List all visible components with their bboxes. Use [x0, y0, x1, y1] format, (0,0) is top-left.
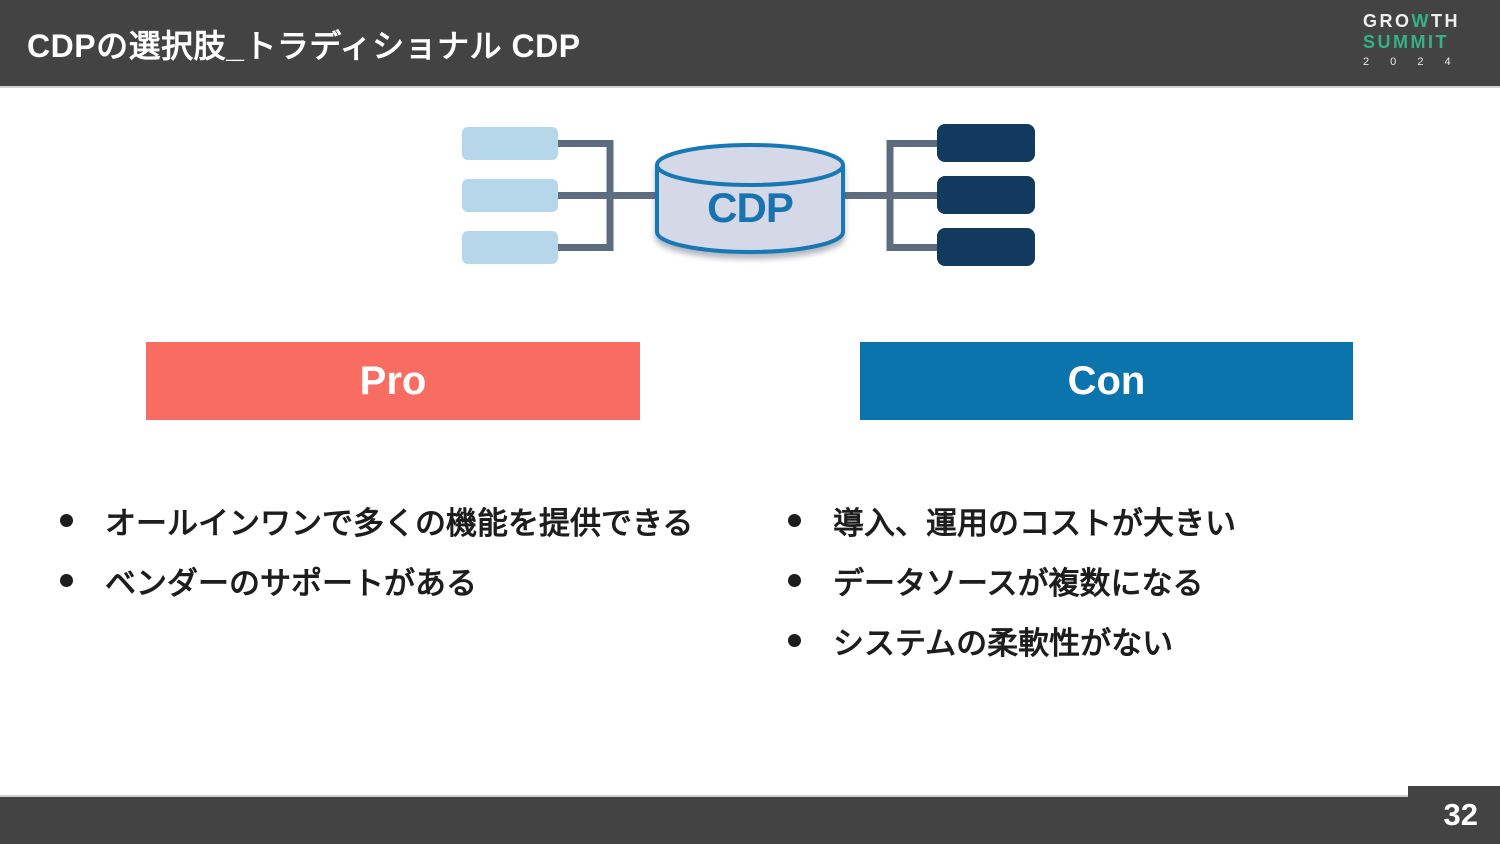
source-box [462, 127, 558, 160]
con-banner: Con [860, 342, 1353, 420]
source-box [462, 179, 558, 212]
connector-lines-left [558, 140, 662, 251]
destination-box [937, 176, 1035, 214]
header-bar: CDPの選択肢_トラディショナル CDP GROWTH SUMMIT 2 0 2… [0, 0, 1500, 88]
page-number: 32 [1443, 797, 1478, 832]
footer-divider [0, 795, 1500, 797]
destination-box [937, 228, 1035, 266]
list-item: システムの柔軟性がない [788, 610, 1448, 670]
pro-list: オールインワンで多くの機能を提供できる ベンダーのサポートがある [60, 490, 740, 610]
bullet-text: データソースが複数になる [833, 565, 1204, 601]
bullet-icon [60, 573, 73, 587]
source-boxes [462, 127, 558, 264]
page-title: CDPの選択肢_トラディショナル CDP [27, 28, 581, 64]
bullet-icon [788, 573, 801, 587]
bullet-icon [788, 513, 801, 527]
bullet-text: 導入、運用のコストが大きい [833, 505, 1236, 541]
bullet-text: ベンダーのサポートがある [105, 565, 477, 601]
list-item: オールインワンで多くの機能を提供できる [60, 490, 740, 550]
con-banner-label: Con [1067, 358, 1146, 403]
source-box [462, 231, 558, 264]
page-number-box: 32 [1408, 786, 1500, 844]
destination-boxes [937, 124, 1035, 266]
logo-line-summit: SUMMIT [1362, 32, 1449, 53]
logo-checkmark-w-icon: W [1411, 11, 1431, 31]
con-list: 導入、運用のコストが大きい データソースが複数になる システムの柔軟性がない [788, 490, 1448, 670]
cdp-diagram: CDP [462, 124, 1035, 266]
bullet-text: システムの柔軟性がない [833, 625, 1174, 661]
footer-bar [0, 797, 1500, 844]
logo-text-gro: GRO [1362, 11, 1412, 31]
growth-summit-logo: GROWTH SUMMIT 2 0 2 4 [1363, 11, 1460, 69]
list-item: 導入、運用のコストが大きい [788, 490, 1448, 550]
pro-banner-label: Pro [359, 358, 427, 403]
bullet-icon [60, 513, 73, 527]
logo-line-growth: GROWTH [1363, 11, 1460, 32]
pro-banner: Pro [146, 342, 640, 420]
destination-box [937, 124, 1035, 162]
logo-line-year: 2 0 2 4 [1362, 56, 1460, 69]
connector-lines-right [838, 140, 937, 251]
bullet-icon [788, 633, 801, 647]
cdp-label: CDP [707, 184, 793, 231]
list-item: ベンダーのサポートがある [60, 550, 740, 610]
logo-text-th: TH [1431, 11, 1460, 31]
list-item: データソースが複数になる [788, 550, 1448, 610]
bullet-text: オールインワンで多くの機能を提供できる [105, 505, 694, 541]
cdp-cylinder-icon: CDP [655, 143, 845, 254]
